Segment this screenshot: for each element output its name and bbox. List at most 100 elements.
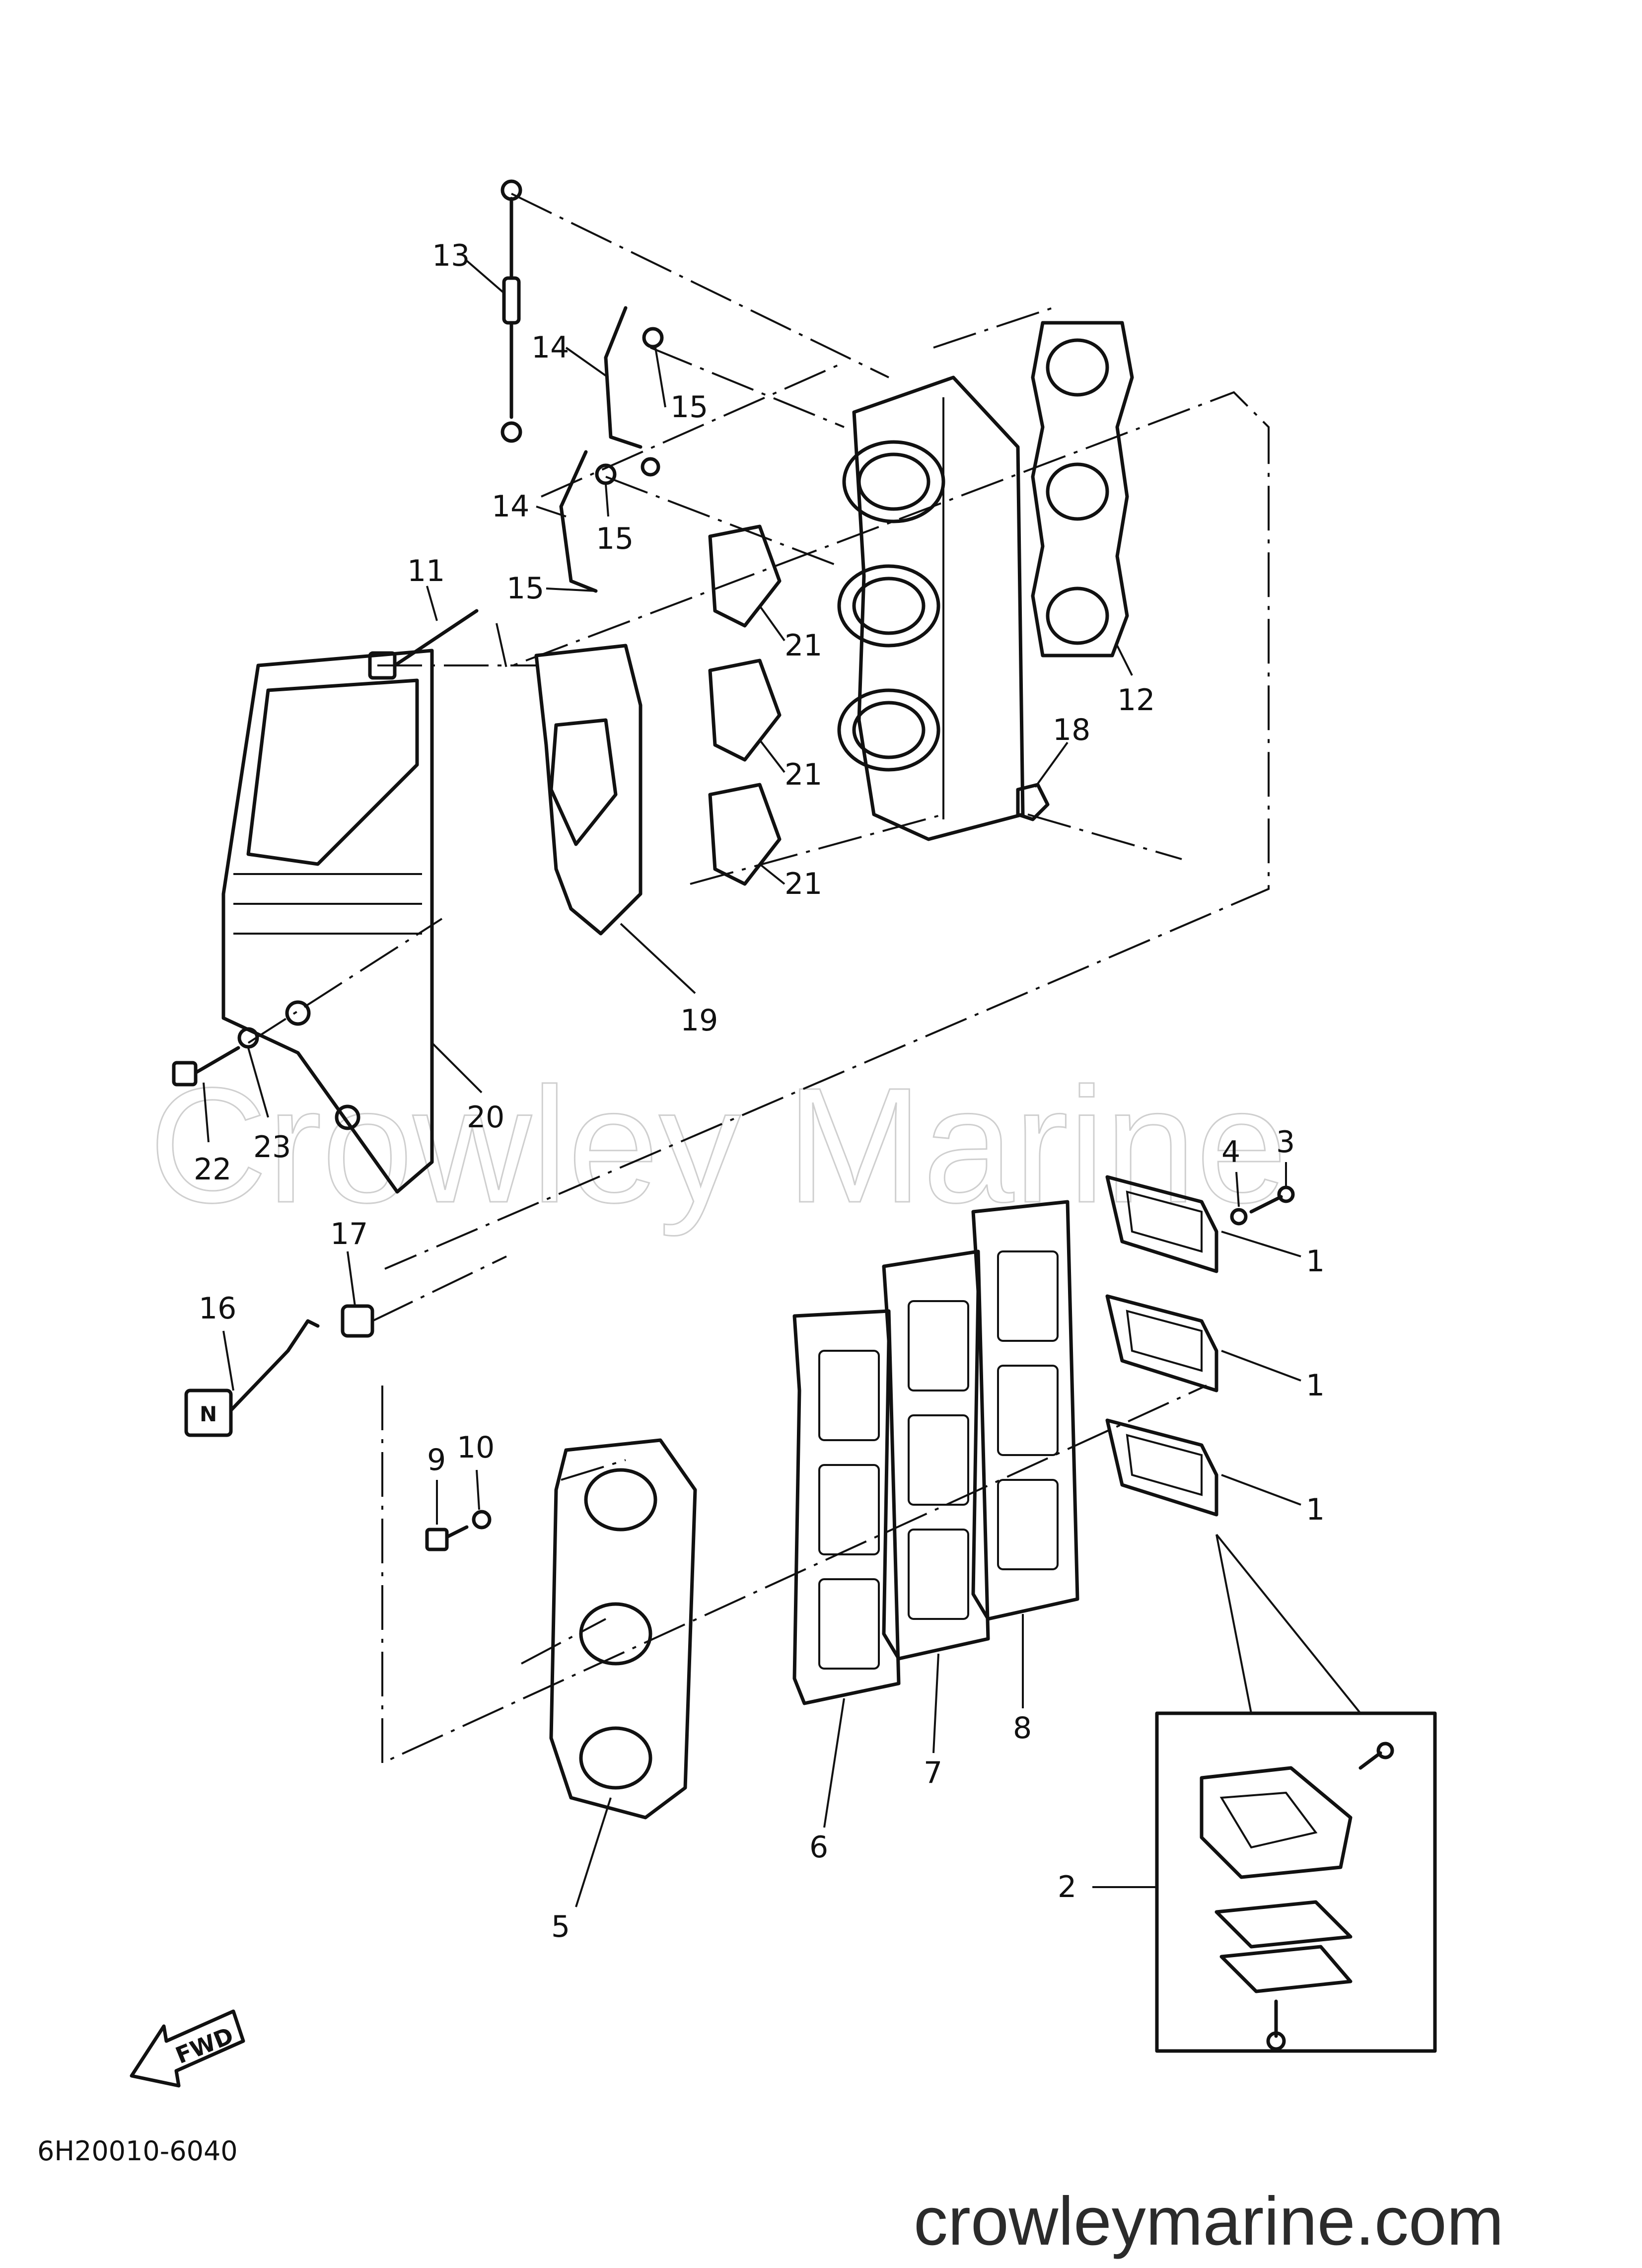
gasket-8-port-3 [997,1479,1059,1570]
clip-line [1027,813,1182,860]
carburetor-gasket [1031,321,1134,658]
gasket-8-port-1 [997,1250,1059,1342]
callout-17: 17 [330,1217,368,1251]
fwd-label: FWD [172,2022,237,2069]
gasket-7 [882,1249,990,1661]
callout-22: 22 [194,1152,231,1187]
leader-5 [575,1797,612,1907]
callout-13: 13 [432,238,470,273]
callout-5: 5 [551,1909,570,1944]
leader-1c [1221,1474,1301,1506]
gasket-7-port-1 [908,1300,969,1391]
gasket-8-port-2 [997,1365,1059,1456]
silencer-cover [221,649,434,1194]
gasket-6-port-2 [818,1464,880,1555]
reed-kit-contents [1200,1742,1394,2051]
reed-screw [1249,1185,1295,1214]
watermark-text: Crowley Marine [149,1053,1287,1238]
leader-18 [1034,741,1069,788]
gasket-7-port-2 [908,1414,969,1506]
leader-13 [466,260,505,294]
nut [1016,783,1050,821]
neutral-switch: N [184,1319,320,1437]
callout-23: 23 [253,1130,291,1165]
leader-2-kit-a [1215,1534,1252,1714]
linkage-line-2 [650,347,845,428]
neutral-line [372,1255,507,1322]
callout-4: 4 [1221,1135,1240,1170]
oring-1 [708,524,782,628]
spacer-line [541,362,845,498]
clip-3 [641,457,660,477]
leader-22 [203,1082,210,1143]
neutral-switch-label: N [200,1402,217,1426]
clip-1 [642,327,664,349]
bolt-line-2 [247,918,443,1044]
callout-16: 16 [199,1291,236,1326]
reed-line-2 [521,1618,606,1665]
callout-21b: 21 [785,757,822,792]
leader-19 [620,923,696,994]
reed-line [561,1459,626,1481]
leader-21b [759,739,785,773]
gasket-6-port-1 [818,1350,880,1441]
callout-14a: 14 [531,330,569,365]
gasket-6-port-3 [818,1578,880,1670]
callout-12: 12 [1117,683,1155,718]
callout-20: 20 [467,1100,504,1135]
leader-12 [1116,645,1133,676]
gasket-7-port-3 [908,1529,969,1620]
oring-2 [708,658,782,762]
callout-19: 19 [680,1003,718,1038]
callout-1a: 1 [1306,1244,1325,1279]
callout-7: 7 [924,1756,942,1790]
gasket-8 [971,1200,1079,1621]
gasket-hole-3 [1046,586,1109,645]
leader-15a [654,347,666,408]
leader-14b [536,506,567,517]
manifold-bolt [425,1525,469,1551]
callout-11: 11 [407,554,445,588]
leader-21c [759,863,785,885]
grommet [341,1304,374,1338]
leader-21a [759,605,785,642]
diagram-code: 6H20010-6040 [37,2135,238,2167]
reed-kit-box [1155,1711,1437,2053]
leader-10 [476,1469,480,1510]
carburetor-assembly [837,375,1025,841]
callout-21c: 21 [785,867,822,901]
leader-6 [823,1698,845,1828]
clip-2 [595,463,617,485]
reed-valve-2 [1105,1294,1218,1392]
lower-assembly-frame [381,1385,1207,1765]
leader-17 [347,1251,356,1307]
fwd-arrow-icon: FWD [130,2009,245,2088]
reed-valve-1 [1105,1175,1218,1273]
leader-16 [222,1330,234,1391]
callout-9: 9 [427,1443,446,1477]
washer [237,1027,259,1049]
leader-23 [247,1047,269,1118]
linkage-line [511,193,889,378]
callout-15b: 15 [596,521,634,556]
callout-10: 10 [457,1430,495,1465]
gasket-6 [792,1309,901,1705]
bracket-plate [534,644,643,936]
leader-11 [426,585,438,621]
callout-8: 8 [1013,1711,1032,1746]
linkage-rod [500,179,522,443]
callout-2: 2 [1058,1870,1076,1904]
oring-3 [708,783,782,886]
leader-1b [1221,1350,1301,1382]
callout-15c: 15 [506,571,544,606]
bracket-window [549,718,618,846]
callout-1b: 1 [1306,1368,1325,1403]
callout-14b: 14 [492,489,529,524]
manifold-washer [472,1510,492,1530]
leader-15b [605,484,609,517]
callout-1c: 1 [1306,1492,1325,1527]
leader-4 [1235,1171,1240,1207]
leader-2-kit-b [1215,1534,1361,1714]
hose-upper [604,306,643,449]
